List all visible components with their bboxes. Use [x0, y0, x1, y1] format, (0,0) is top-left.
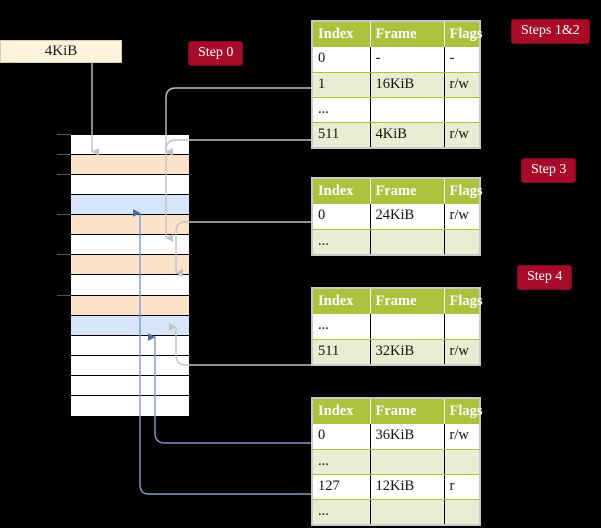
memory-frame-row [71, 275, 189, 296]
cell-index: 127 [313, 474, 371, 500]
memory-frame-row [71, 175, 189, 196]
cell-flags [444, 314, 479, 340]
memory-frame-row [71, 375, 189, 396]
cell-frame: 16KiB [370, 72, 445, 98]
cell-flags [444, 499, 479, 524]
cell-flags: r/w [444, 339, 479, 364]
table-row: ... [313, 499, 479, 524]
badge-step-4: Step 4 [517, 265, 573, 290]
column-header-frame: Frame [370, 179, 445, 204]
column-header-flags: Flags [444, 399, 483, 424]
column-header-frame: Frame [370, 399, 445, 424]
column-header-index: Index [313, 179, 371, 204]
cell-frame: 32KiB [370, 339, 445, 364]
memory-frame-row [71, 235, 189, 256]
column-header-index: Index [313, 399, 371, 424]
cell-frame [370, 97, 445, 123]
memory-frame-tick [57, 174, 71, 176]
cell-frame: 36KiB [370, 424, 445, 450]
cell-index: ... [313, 314, 371, 340]
cell-frame [370, 449, 445, 475]
table-row: ... [313, 97, 479, 123]
memory-frame-row [71, 315, 189, 336]
cell-index: ... [313, 97, 371, 123]
virtual-address-box: 4KiB [0, 40, 122, 63]
memory-frame-row [71, 135, 189, 156]
memory-frame-row [71, 395, 189, 416]
badge-steps-1-2: Steps 1&2 [511, 19, 590, 44]
cell-flags: r/w [444, 204, 479, 230]
badge-step-3: Step 3 [521, 158, 577, 183]
cell-frame [370, 314, 445, 340]
memory-frame-tick [57, 134, 71, 135]
cell-index: ... [313, 229, 371, 254]
cell-flags [444, 97, 479, 123]
cell-flags [444, 229, 479, 254]
memory-frame-row [71, 255, 189, 276]
memory-frame-row [71, 295, 189, 316]
column-header-frame: Frame [370, 289, 445, 314]
column-header-index: Index [313, 289, 371, 314]
table-row: ... [313, 449, 479, 475]
column-header-frame: Frame [370, 22, 445, 47]
cell-index: ... [313, 449, 371, 475]
table-row: 0-- [313, 47, 479, 73]
column-header-flags: Flags [444, 179, 483, 204]
table-row: ... [313, 314, 479, 340]
cell-flags: r/w [444, 424, 479, 450]
memory-frame-row [71, 355, 189, 376]
memory-frame-row [71, 215, 189, 236]
cell-flags [444, 449, 479, 475]
cell-index: 511 [313, 122, 371, 147]
cell-frame: 4KiB [370, 122, 445, 147]
column-header-flags: Flags [444, 289, 483, 314]
cell-index: 0 [313, 424, 371, 450]
cell-index: ... [313, 499, 371, 524]
memory-frame-tick [57, 214, 71, 216]
cell-frame [370, 499, 445, 524]
cell-index: 1 [313, 72, 371, 98]
cell-flags: r/w [444, 72, 479, 98]
memory-frame-row [71, 195, 189, 216]
memory-frame-tick [57, 254, 71, 256]
cell-frame [370, 229, 445, 254]
physical-memory-column [70, 134, 190, 416]
cell-frame: 12KiB [370, 474, 445, 500]
cell-index: 0 [313, 204, 371, 230]
cell-frame: - [370, 47, 445, 73]
memory-frame-row [71, 335, 189, 356]
cell-index: 0 [313, 47, 371, 73]
table-row: ... [313, 229, 479, 254]
cell-flags: r [444, 474, 479, 500]
column-header-index: Index [313, 22, 371, 47]
memory-frame-tick [57, 154, 71, 156]
memory-frame-row [71, 155, 189, 176]
cell-flags: r/w [444, 122, 479, 147]
cell-flags: - [444, 47, 479, 73]
column-header-flags: Flags [444, 22, 483, 47]
cell-index: 511 [313, 339, 371, 364]
memory-frame-tick [57, 294, 71, 296]
badge-step-0: Step 0 [188, 41, 244, 66]
cell-frame: 24KiB [370, 204, 445, 230]
